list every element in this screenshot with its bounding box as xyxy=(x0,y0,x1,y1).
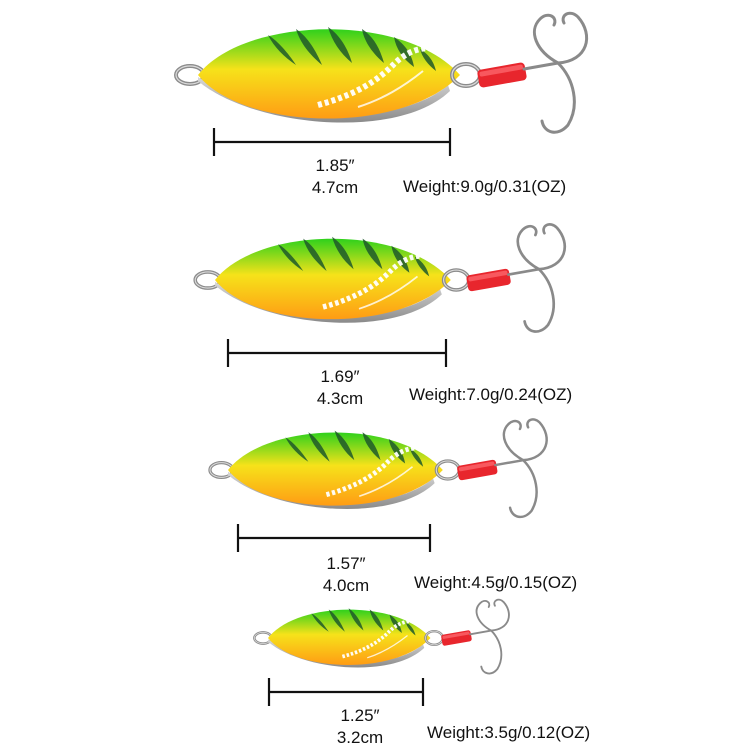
measure-line-2 xyxy=(226,339,448,367)
size-label-4: 1.25″ 3.2cm xyxy=(320,705,400,749)
lure-3 xyxy=(210,419,547,517)
size-label-3: 1.57″ 4.0cm xyxy=(306,553,386,597)
lure-4 xyxy=(252,597,511,676)
measure-line-3 xyxy=(236,524,432,552)
size-cm-4: 3.2cm xyxy=(336,728,384,747)
size-label-1: 1.85″ 4.7cm xyxy=(295,155,375,199)
weight-2: Weight:7.0g/0.24(OZ) xyxy=(409,385,573,404)
weight-1: Weight:9.0g/0.31(OZ) xyxy=(403,177,567,196)
measure-line-4 xyxy=(267,678,425,706)
weight-3: Weight:4.5g/0.15(OZ) xyxy=(414,573,578,592)
lure-2 xyxy=(195,224,565,331)
size-cm-1: 4.7cm xyxy=(311,178,359,197)
weight-4: Weight:3.5g/0.12(OZ) xyxy=(427,723,591,742)
size-cm-3: 4.0cm xyxy=(322,576,370,595)
size-inches-2: 1.69″ xyxy=(320,367,360,386)
size-inches-4: 1.25″ xyxy=(340,706,380,725)
size-cm-2: 4.3cm xyxy=(316,389,364,408)
size-inches-3: 1.57″ xyxy=(326,554,366,573)
size-label-2: 1.69″ 4.3cm xyxy=(300,366,380,410)
size-inches-1: 1.85″ xyxy=(315,156,355,175)
measure-line-1 xyxy=(212,128,452,156)
lure-1 xyxy=(176,13,587,132)
